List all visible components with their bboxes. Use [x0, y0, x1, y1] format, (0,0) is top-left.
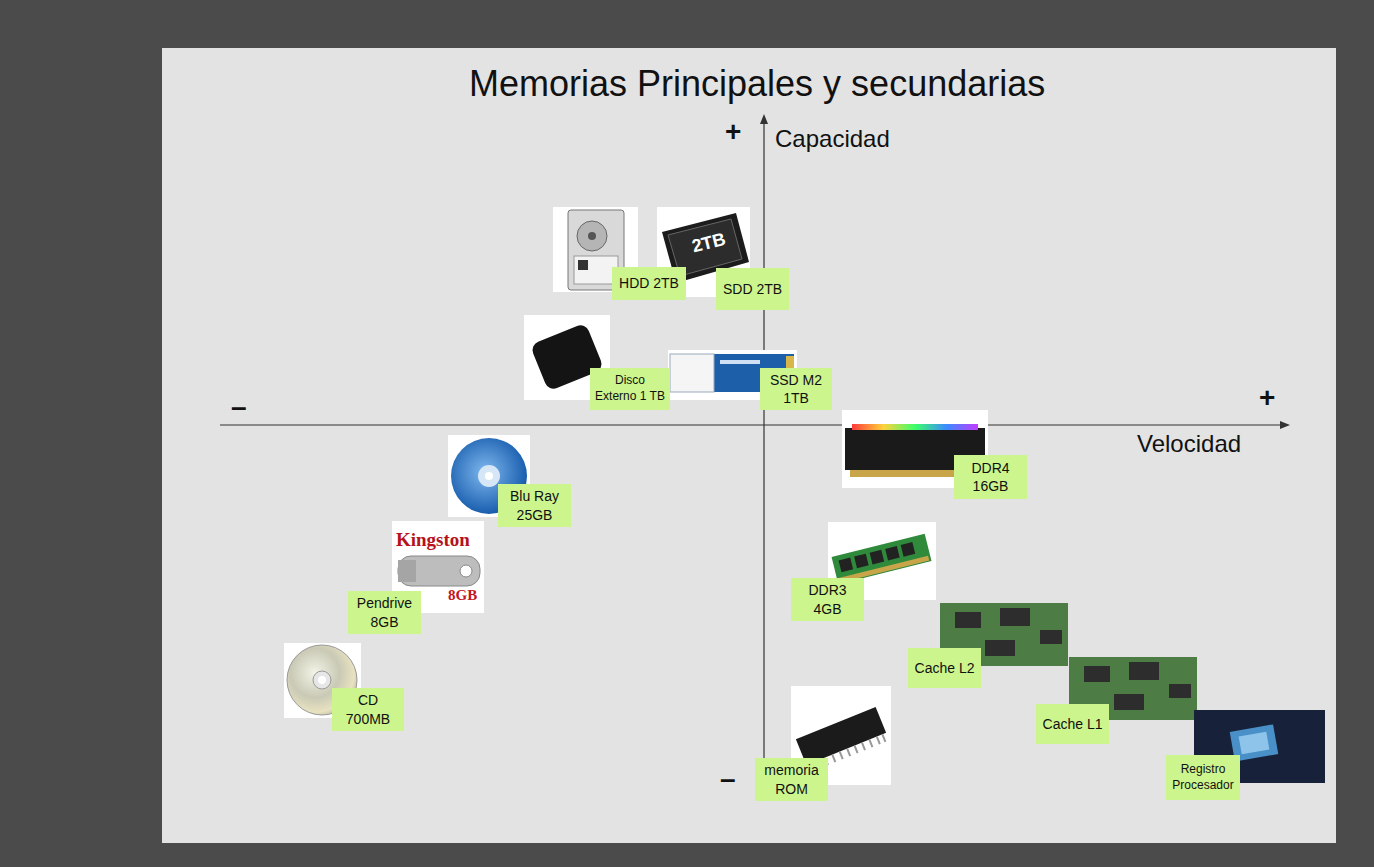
product-text: 8GB — [448, 588, 477, 603]
note-text: SSD M2 1TB — [764, 371, 828, 407]
sticky-note: CD 700MB — [332, 688, 404, 731]
sticky-note: Cache L1 — [1036, 704, 1109, 744]
sticky-note: memoria ROM — [755, 758, 828, 801]
sticky-note: DDR3 4GB — [791, 578, 864, 621]
axis-label: Capacidad — [775, 127, 890, 151]
note-text: Disco Externo 1 TB — [594, 373, 666, 404]
note-text: Registro Procesador — [1170, 762, 1236, 793]
sticky-note: Blu Ray 25GB — [498, 484, 571, 527]
sticky-note: Cache L2 — [908, 648, 981, 688]
note-text: memoria ROM — [759, 761, 824, 797]
note-text: Pendrive 8GB — [352, 594, 417, 630]
sticky-note: HDD 2TB — [612, 267, 686, 300]
diagram-title: Memorias Principales y secundarias — [469, 64, 1045, 104]
note-text: DDR3 4GB — [795, 581, 860, 617]
sticky-note: DDR4 16GB — [954, 455, 1027, 499]
note-text: SDD 2TB — [723, 280, 782, 298]
axis-sign: + — [1259, 384, 1275, 412]
axis-sign: – — [720, 765, 736, 793]
brand-text: Kingston — [396, 530, 470, 549]
note-text: HDD 2TB — [619, 274, 679, 292]
axis-label: Velocidad — [1137, 432, 1241, 456]
note-text: DDR4 16GB — [958, 459, 1023, 495]
axis-sign: – — [231, 393, 247, 421]
sticky-note: SDD 2TB — [716, 268, 789, 310]
axis-sign: + — [725, 118, 741, 146]
sticky-note: Registro Procesador — [1166, 755, 1240, 800]
sticky-note: Disco Externo 1 TB — [590, 368, 670, 410]
note-text: Blu Ray 25GB — [502, 487, 567, 523]
sticky-note: Pendrive 8GB — [348, 591, 421, 634]
note-text: Cache L2 — [915, 659, 975, 677]
note-text: Cache L1 — [1043, 715, 1103, 733]
sticky-note: SSD M2 1TB — [760, 368, 832, 410]
note-text: CD 700MB — [336, 691, 400, 727]
